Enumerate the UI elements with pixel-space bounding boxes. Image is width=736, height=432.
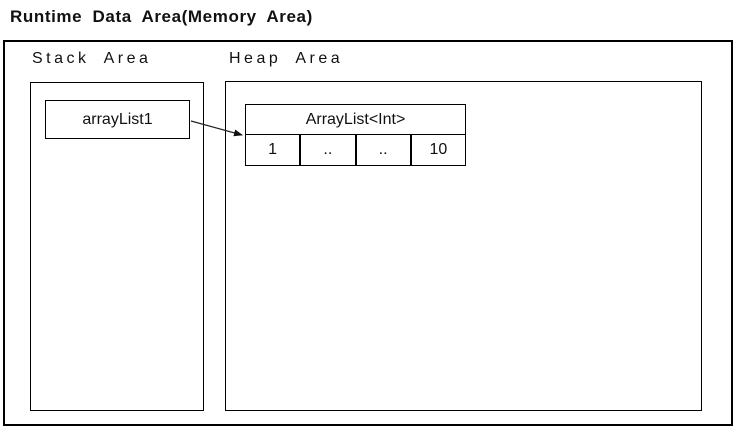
stack-area-label: Stack Area bbox=[32, 50, 152, 67]
arraylist-object-table: ArrayList<Int> 1 .. .. 10 bbox=[245, 104, 466, 166]
page-title: Runtime Data Area(Memory Area) bbox=[10, 7, 313, 26]
arraylist1-variable-box: arrayList1 bbox=[45, 100, 190, 139]
table-cell: 10 bbox=[409, 135, 465, 165]
table-cell: 1 bbox=[268, 141, 278, 158]
table-cell: .. bbox=[354, 135, 410, 165]
arraylist-object-row: 1 .. .. 10 bbox=[246, 135, 465, 165]
arraylist1-variable-label: arrayList1 bbox=[82, 110, 153, 128]
table-cell: .. bbox=[299, 135, 354, 165]
arraylist-object-header: ArrayList<Int> bbox=[246, 105, 465, 135]
heap-area-label: Heap Area bbox=[229, 50, 344, 67]
